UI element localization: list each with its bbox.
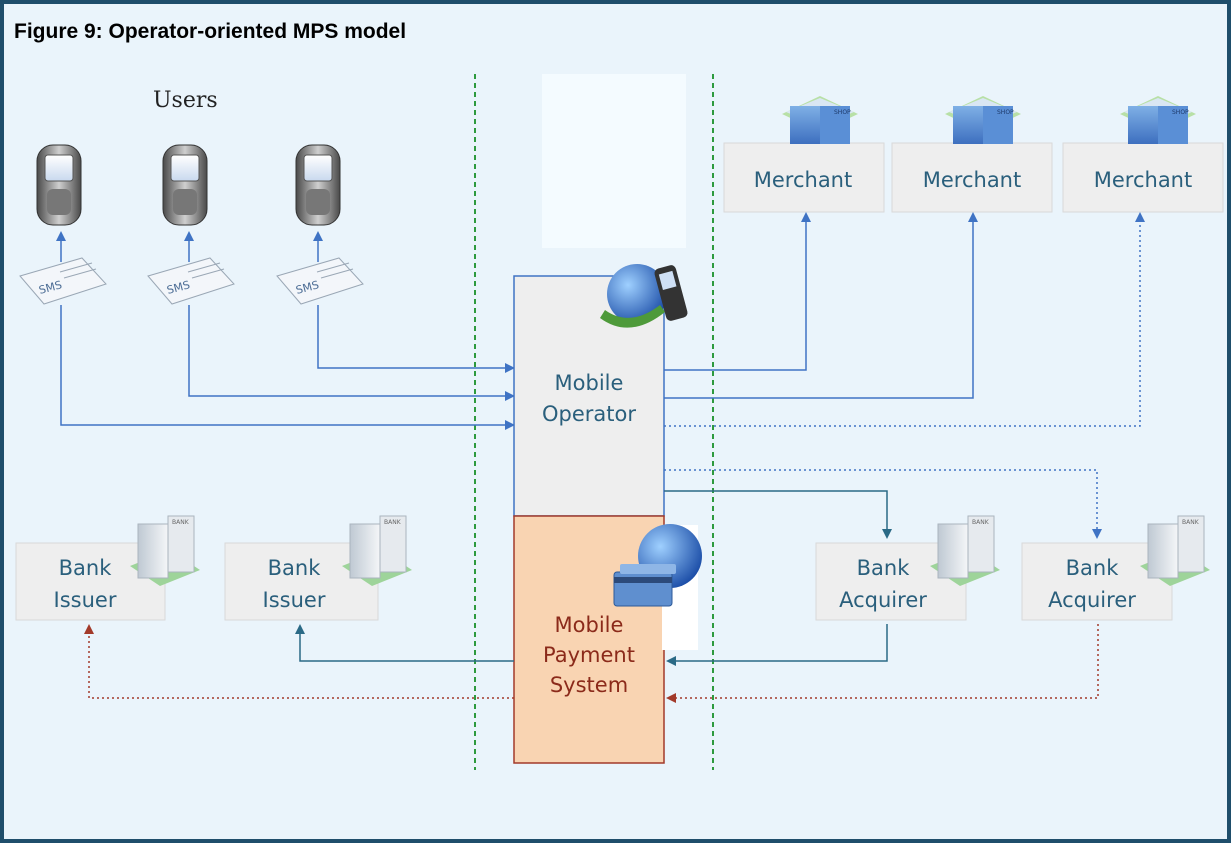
operator-label-line1: Mobile [555, 371, 624, 395]
mps-to-issuer-dotted-line [84, 624, 514, 699]
acquirer-to-mps-line [666, 624, 888, 666]
sms-text: SMS [294, 278, 320, 297]
sms-envelope-icon: SMS [276, 257, 364, 305]
bank-sign-text: BANK [384, 519, 402, 526]
user-phone-icon [36, 144, 82, 226]
merchant-label: Merchant [754, 168, 852, 192]
sms-text: SMS [37, 278, 63, 297]
merchant-label: Merchant [923, 168, 1021, 192]
issuer-label-line2: Issuer [54, 588, 117, 612]
shop-sign-text: SHOP [1172, 109, 1189, 116]
acquirer-label-line1: Bank [857, 556, 911, 580]
merchant-node: Merchant SHOP [891, 96, 1053, 213]
operator-to-merchant-line [664, 212, 978, 399]
mps-label-line3: System [550, 673, 628, 697]
bank-acquirer-node: Bank Acquirer BANK [1021, 515, 1210, 621]
user-to-operator-line [188, 305, 515, 401]
sms-envelope-icon: SMS [147, 257, 235, 305]
bank-acquirer-node: Bank Acquirer BANK [815, 515, 1000, 621]
operator-to-acquirer-line [664, 490, 892, 539]
merchant-node: Merchant SHOP [723, 96, 885, 213]
bank-building-icon: BANK [1140, 515, 1210, 586]
operator-to-acquirer-dotted-line [664, 469, 1102, 539]
figure-title: Figure 9: Operator-oriented MPS model [14, 20, 407, 43]
mps-to-issuer-line [295, 624, 514, 662]
shop-building-icon: SHOP [782, 96, 858, 144]
bank-issuer-node: Bank Issuer BANK [15, 515, 200, 621]
operator-to-merchant-line [664, 212, 811, 371]
shop-sign-text: SHOP [834, 109, 851, 116]
acquirer-label-line2: Acquirer [1048, 588, 1136, 612]
mps-label-line2: Payment [543, 643, 635, 667]
bank-sign-text: BANK [1182, 519, 1200, 526]
globe-card-icon [613, 524, 702, 650]
user-phone-icon [162, 144, 208, 226]
operator-to-merchant-dotted-line [664, 212, 1145, 427]
user-phone-icon [295, 144, 341, 226]
merchant-node: Merchant SHOP [1062, 96, 1224, 213]
users-label: Users [153, 88, 218, 113]
bank-sign-text: BANK [972, 519, 990, 526]
issuer-label-line1: Bank [268, 556, 322, 580]
mps-label-line1: Mobile [555, 613, 624, 637]
sms-envelope-icon: SMS [19, 257, 107, 305]
sms-text: SMS [165, 278, 191, 297]
merchant-label: Merchant [1094, 168, 1192, 192]
issuer-label-line1: Bank [59, 556, 113, 580]
bank-issuer-node: Bank Issuer BANK [224, 515, 412, 621]
user-to-operator-line [60, 305, 515, 430]
bank-building-icon: BANK [342, 515, 412, 586]
blank-panel [542, 74, 686, 248]
bank-building-icon: BANK [930, 515, 1000, 586]
bank-building-icon: BANK [130, 515, 200, 586]
globe-phone-icon [600, 264, 688, 328]
bank-sign-text: BANK [172, 519, 190, 526]
operator-label-line2: Operator [542, 402, 636, 426]
acquirer-label-line1: Bank [1066, 556, 1120, 580]
shop-sign-text: SHOP [997, 109, 1014, 116]
issuer-label-line2: Issuer [263, 588, 326, 612]
acquirer-label-line2: Acquirer [839, 588, 927, 612]
shop-building-icon: SHOP [1120, 96, 1196, 144]
shop-building-icon: SHOP [945, 96, 1021, 144]
user-to-operator-line [317, 305, 515, 373]
acquirer-to-mps-dotted-line [666, 624, 1099, 703]
